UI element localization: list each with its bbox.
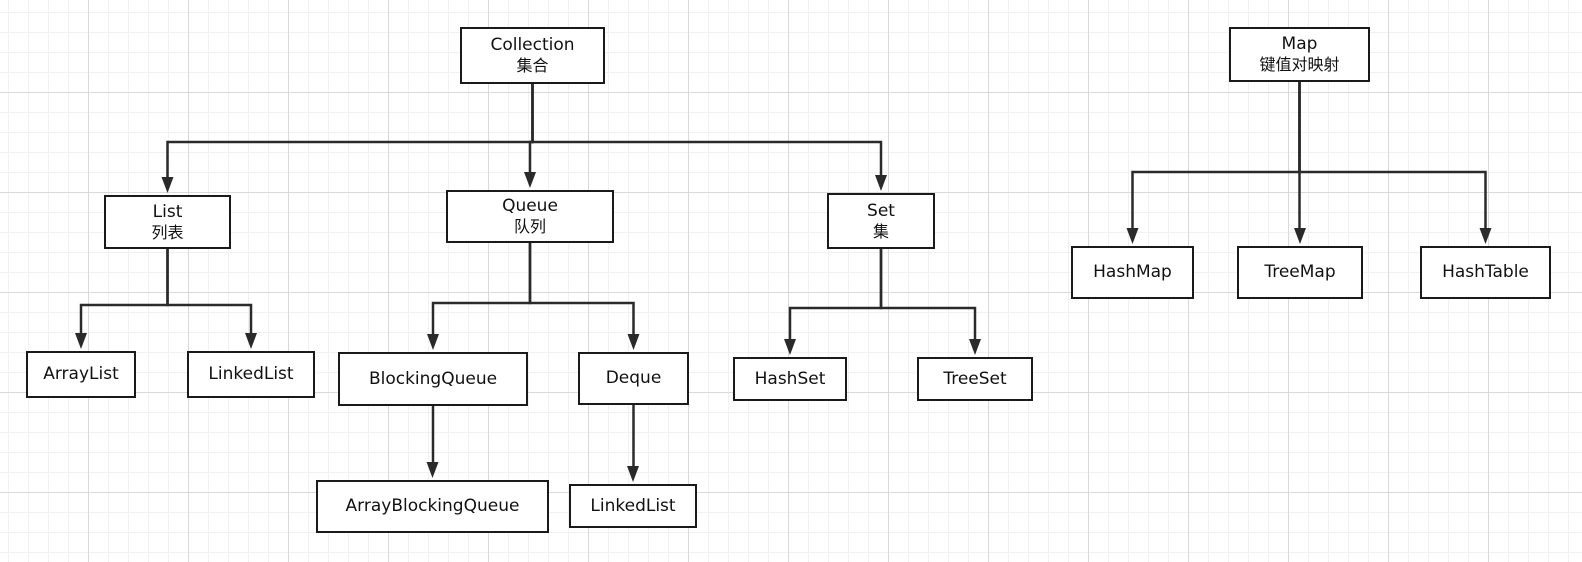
deque-label: Deque [605, 368, 662, 388]
arrowhead-linkedlist_list [245, 333, 257, 349]
queue-sublabel: 队列 [513, 217, 546, 236]
arrowhead-hashset [784, 339, 796, 355]
linkedlist-deque-label: LinkedList [590, 495, 676, 516]
arrowhead-treeset [969, 339, 981, 355]
hashtable-node[interactable]: HashTable [1420, 246, 1551, 299]
treemap-node[interactable]: TreeMap [1237, 246, 1363, 299]
hashset-label: HashSet [754, 368, 826, 389]
arrowhead-arraylist [75, 333, 87, 349]
map-label: Map [1281, 34, 1318, 54]
connector-set-to-hashset [788, 249, 883, 339]
arrowhead-hashtable [1479, 228, 1492, 244]
arrowhead-arrayblockingqueue [426, 462, 439, 478]
blockingqueue-label: BlockingQueue [368, 368, 498, 389]
arrowhead-queue [524, 172, 536, 188]
arrowhead-set [875, 175, 887, 191]
arraylist-label: ArrayList [43, 364, 119, 384]
connector-map-to-hashmap [1131, 82, 1301, 228]
arrowhead-list [161, 177, 174, 193]
queue-node[interactable]: Queue 队列 [446, 190, 614, 243]
linkedlist-list-label: LinkedList [208, 364, 294, 384]
list-node[interactable]: List 列表 [104, 195, 231, 249]
connector-list-to-linkedlist_list [166, 249, 253, 333]
collection-sublabel: 集合 [516, 56, 549, 75]
map-node[interactable]: Map 键值对映射 [1229, 27, 1370, 82]
list-sublabel: 列表 [151, 222, 184, 242]
treemap-label: TreeMap [1264, 262, 1336, 282]
connector-map-to-hashtable [1298, 82, 1487, 228]
arrowhead-treemap [1294, 228, 1306, 244]
connector-set-to-treeset [879, 249, 977, 339]
connector-list-to-arraylist [79, 249, 169, 333]
hashmap-node[interactable]: HashMap [1071, 246, 1194, 299]
treeset-node[interactable]: TreeSet [917, 357, 1033, 401]
collection-label: Collection [490, 35, 575, 55]
queue-label: Queue [502, 196, 558, 216]
blockingqueue-node[interactable]: BlockingQueue [338, 352, 528, 406]
connector-collection-to-set [531, 84, 883, 175]
arraylist-node[interactable]: ArrayList [26, 351, 136, 398]
hashmap-label: HashMap [1093, 262, 1172, 282]
arrayblockingqueue-node[interactable]: ArrayBlockingQueue [316, 480, 549, 533]
list-label: List [152, 201, 183, 222]
map-sublabel: 键值对映射 [1259, 55, 1340, 74]
collection-node[interactable]: Collection 集合 [460, 27, 605, 84]
treeset-label: TreeSet [943, 368, 1007, 389]
set-sublabel: 集 [872, 221, 889, 241]
hashset-node[interactable]: HashSet [733, 357, 847, 401]
hashtable-label: HashTable [1442, 262, 1529, 282]
linkedlist-list-node[interactable]: LinkedList [187, 351, 315, 398]
connector-queue-to-deque [528, 243, 635, 334]
connector-collection-to-list [166, 84, 534, 177]
arrowhead-linkedlist_deque [627, 466, 639, 482]
set-label: Set [867, 200, 895, 221]
arrayblockingqueue-label: ArrayBlockingQueue [345, 496, 520, 516]
arrowhead-blockingqueue [427, 334, 439, 350]
arrowhead-hashmap [1126, 228, 1139, 244]
set-node[interactable]: Set 集 [827, 193, 935, 249]
linkedlist-deque-node[interactable]: LinkedList [569, 484, 697, 528]
arrowhead-deque [627, 334, 640, 350]
deque-node[interactable]: Deque [578, 352, 689, 405]
connector-queue-to-blockingqueue [431, 243, 532, 334]
